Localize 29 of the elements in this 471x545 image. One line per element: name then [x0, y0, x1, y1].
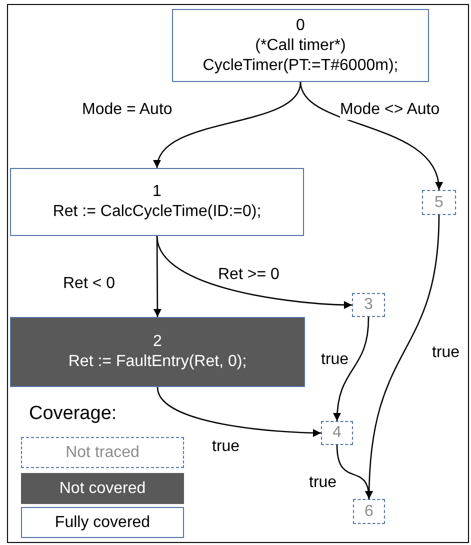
- step-box: [422, 190, 456, 215]
- arrow: [365, 214, 440, 500]
- step-number: 2: [153, 332, 162, 352]
- legend-text: Not covered: [59, 478, 146, 498]
- arrow: [333, 316, 370, 422]
- process-box: [10, 168, 304, 236]
- arrow: [156, 236, 352, 309]
- code-text: Ret := CalcCycleTime(ID:=0);: [52, 202, 262, 222]
- legend-title: Coverage:: [29, 402, 117, 426]
- code-text: Ret := FaultEntry(Ret, 0);: [68, 352, 247, 372]
- legend-text: Not traced: [66, 442, 140, 462]
- code-text: CycleTimer(PT:=T#6000m);: [202, 56, 398, 76]
- process-box: [172, 9, 429, 82]
- step-number: 5: [434, 192, 444, 212]
- step-number: 0: [296, 16, 305, 36]
- arrow: [156, 386, 322, 437]
- step-box: [353, 499, 385, 524]
- step-number: 6: [364, 502, 374, 522]
- step-number: 1: [152, 182, 162, 202]
- step-box: [321, 421, 353, 445]
- process-box: [10, 317, 305, 387]
- arrow: [154, 82, 302, 168]
- step-number: 4: [332, 423, 342, 443]
- edge-label: Mode <> Auto: [340, 100, 440, 120]
- code-text: (*Call timer*): [255, 36, 346, 56]
- arrow: [300, 82, 442, 190]
- legend-text: Fully covered: [54, 512, 150, 532]
- step-box: [352, 293, 385, 317]
- step-number: 3: [364, 295, 373, 315]
